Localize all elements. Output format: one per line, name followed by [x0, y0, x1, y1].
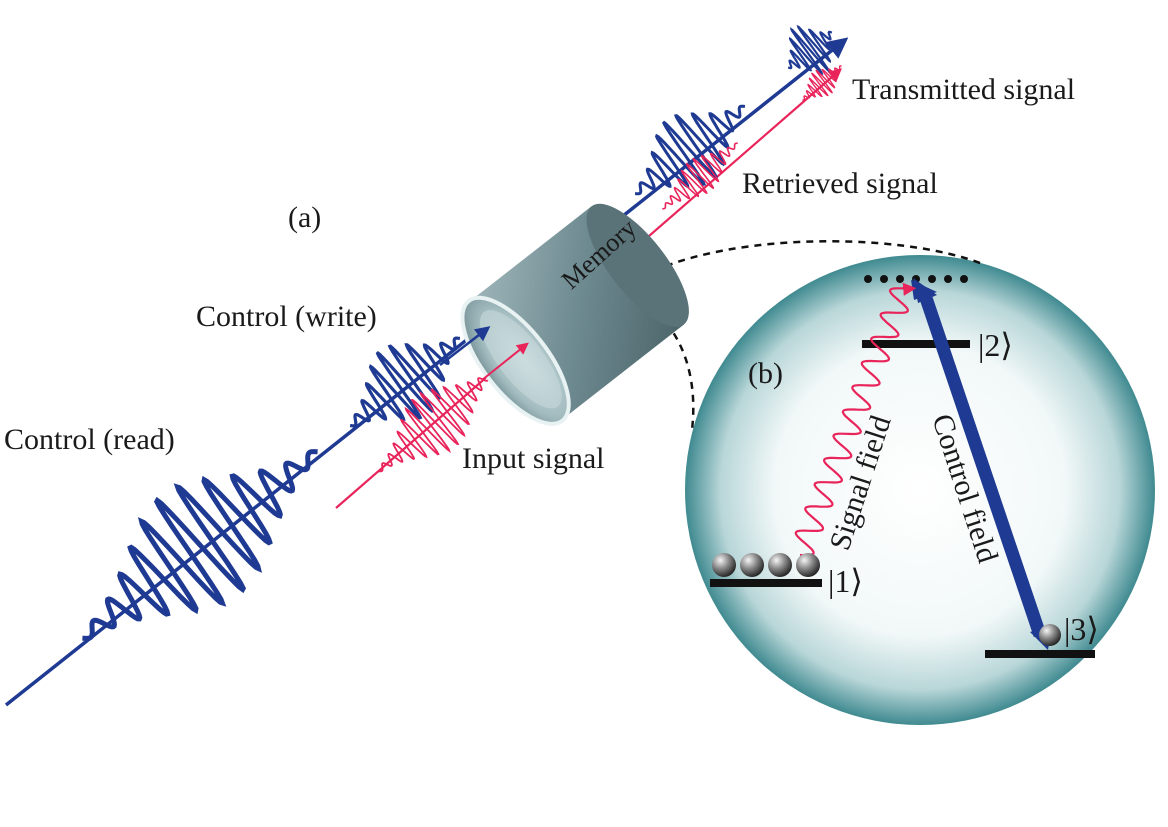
transmitted-control-packet [634, 104, 746, 196]
input-signal-packet [378, 371, 492, 473]
input-signal-label: Input signal [462, 442, 605, 475]
memory-cylinder [460, 203, 689, 426]
signal-field-wave [794, 282, 917, 557]
control-arrow-inside [439, 326, 491, 366]
transmitted-signal-packet [802, 65, 842, 101]
level-1-label: |1⟩ [828, 563, 863, 599]
panel-a-label: (a) [288, 201, 321, 234]
retrieved-signal-label: Retrieved signal [742, 167, 938, 200]
atom-level-3 [1039, 624, 1061, 646]
atoms-level-1 [712, 553, 820, 577]
far-control-packet [787, 24, 833, 76]
virtual-level-dots [864, 275, 968, 283]
transmitted-signal-label: Transmitted signal [852, 73, 1075, 106]
control-read-packet [82, 449, 318, 641]
control-read-label: Control (read) [4, 423, 175, 456]
level-3-label: |3⟩ [1064, 611, 1099, 647]
level-2-label: |2⟩ [978, 327, 1013, 363]
panel-b-label: (b) [748, 357, 783, 390]
control-write-label: Control (write) [196, 300, 377, 333]
signal-arrow-inside [481, 342, 529, 381]
control-write-packet [349, 336, 461, 428]
retrieved-signal-packet [662, 142, 738, 210]
